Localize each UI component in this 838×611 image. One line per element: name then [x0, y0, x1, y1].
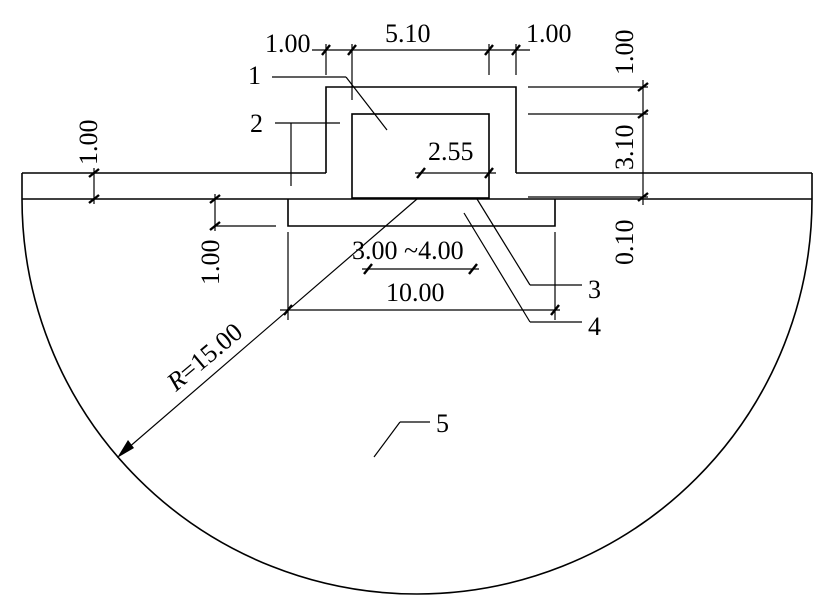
right-top-height-label: 1.00: [610, 30, 639, 76]
radius-value: =15.00: [173, 317, 248, 386]
right-gap-label: 0.10: [610, 220, 639, 266]
left-slab-label: 1.00: [74, 120, 103, 166]
inner-dimension: [415, 167, 496, 179]
radius-dimension: [117, 198, 418, 458]
leader-lines: [272, 76, 582, 458]
base-width-label: 10.00: [386, 278, 445, 307]
outer-structure: [325, 86, 517, 173]
semicircle-boundary: [21, 198, 813, 595]
range-label: 3.00 ~4.00: [352, 236, 464, 265]
top-dimension-line: [312, 44, 530, 56]
inner-box: [351, 113, 490, 199]
callout-3: 3: [588, 275, 601, 304]
foundation-pad: [287, 199, 556, 227]
inner-small-label: 2.55: [428, 137, 474, 166]
radius-label: R=15.00: [160, 317, 248, 397]
right-mid-height-label: 3.10: [610, 125, 639, 171]
callout-5: 5: [436, 409, 449, 438]
right-dimension-line: [637, 80, 649, 205]
range-dimension: [362, 263, 479, 275]
left-lower-label: 1.00: [196, 240, 225, 286]
top-right-offset-label: 1.00: [526, 19, 572, 48]
top-width-label: 5.10: [385, 19, 431, 48]
callout-1: 1: [248, 61, 261, 90]
top-left-offset-label: 1.00: [265, 29, 311, 58]
callout-4: 4: [588, 312, 601, 341]
callout-2: 2: [250, 109, 263, 138]
left-slab-dimension: [88, 168, 100, 204]
extension-lines: [215, 44, 648, 320]
left-lower-dimension: [209, 194, 221, 231]
